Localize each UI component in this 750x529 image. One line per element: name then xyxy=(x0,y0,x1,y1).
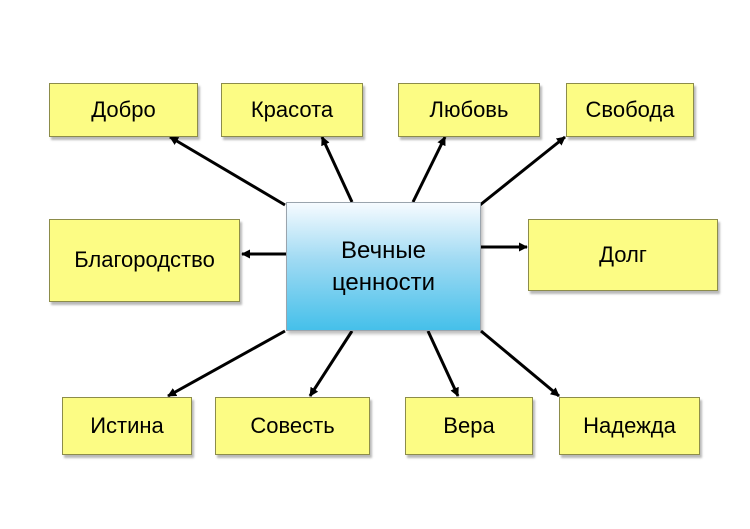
node-krasota: Красота xyxy=(221,83,363,137)
arrow-to-sovest xyxy=(308,330,354,397)
arrow-to-lyubov xyxy=(411,136,447,203)
node-nadezhda: Надежда xyxy=(559,397,700,455)
arrow-to-nadezhda xyxy=(480,329,560,398)
arrow-to-istina xyxy=(167,329,286,398)
node-svoboda: Свобода xyxy=(566,83,694,137)
node-lyubov: Любовь xyxy=(398,83,540,137)
node-blagorodstvo: Благородство xyxy=(49,219,240,302)
arrow-to-dobro xyxy=(169,135,286,207)
arrow-to-krasota xyxy=(320,136,354,203)
arrow-to-svoboda xyxy=(479,135,566,207)
arrow-to-vera xyxy=(426,330,460,397)
node-sovest: Совесть xyxy=(215,397,370,455)
node-istina: Истина xyxy=(62,397,192,455)
node-dobro: Добро xyxy=(49,83,198,137)
node-dolg: Долг xyxy=(528,219,718,291)
center-node-eternal-values: Вечные ценности xyxy=(286,202,481,331)
node-vera: Вера xyxy=(405,397,533,455)
